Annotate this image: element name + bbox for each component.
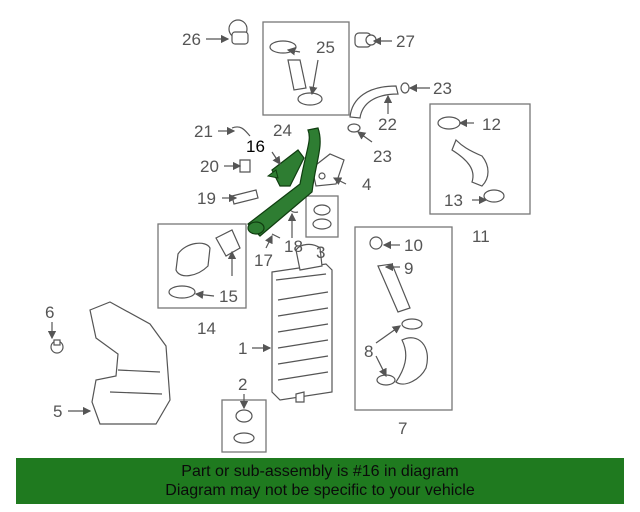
callout-1[interactable]: 1 bbox=[238, 339, 247, 358]
callout-15[interactable]: 15 bbox=[219, 287, 238, 306]
part-25-hose[interactable] bbox=[269, 40, 323, 106]
callout-2[interactable]: 2 bbox=[238, 375, 247, 394]
part-19-bracket[interactable] bbox=[231, 189, 259, 205]
part-7-hose-assembly[interactable] bbox=[369, 236, 428, 386]
part-16-charge-air-pipe[interactable] bbox=[247, 127, 321, 237]
callout-10[interactable]: 10 bbox=[404, 236, 423, 255]
callout-27[interactable]: 27 bbox=[396, 32, 415, 51]
callout-26[interactable]: 26 bbox=[182, 30, 201, 49]
callout-14[interactable]: 14 bbox=[197, 319, 216, 338]
callout-23a[interactable]: 23 bbox=[433, 79, 452, 98]
callout-6[interactable]: 6 bbox=[45, 303, 54, 322]
part-info-banner: Part or sub-assembly is #16 in diagram D… bbox=[16, 458, 624, 504]
part-20-fitting[interactable] bbox=[239, 159, 251, 173]
banner-line-1: Part or sub-assembly is #16 in diagram bbox=[181, 463, 459, 480]
part-3-grommet[interactable] bbox=[312, 204, 332, 230]
callout-24[interactable]: 24 bbox=[273, 121, 292, 140]
part-1-intercooler[interactable] bbox=[271, 243, 333, 403]
group-box-14 bbox=[157, 223, 247, 309]
banner-line-2: Diagram may not be specific to your vehi… bbox=[165, 482, 475, 499]
callout-5[interactable]: 5 bbox=[53, 402, 62, 421]
callout-8[interactable]: 8 bbox=[364, 342, 373, 361]
group-box-3 bbox=[305, 195, 339, 238]
callout-25[interactable]: 25 bbox=[316, 38, 335, 57]
callout-18[interactable]: 18 bbox=[284, 237, 303, 256]
callout-9[interactable]: 9 bbox=[404, 259, 413, 278]
callout-7[interactable]: 7 bbox=[398, 419, 407, 438]
callout-12[interactable]: 12 bbox=[482, 115, 501, 134]
part-22-hose[interactable] bbox=[349, 82, 410, 119]
part-26-sensor[interactable] bbox=[228, 19, 249, 45]
callout-3[interactable]: 3 bbox=[316, 243, 325, 262]
part-21-hose[interactable] bbox=[231, 126, 251, 137]
part-27-cap[interactable] bbox=[354, 32, 377, 48]
callout-17[interactable]: 17 bbox=[254, 251, 273, 270]
callout-11[interactable]: 11 bbox=[472, 227, 490, 246]
callout-21[interactable]: 21 bbox=[194, 122, 213, 141]
callout-20[interactable]: 20 bbox=[200, 157, 219, 176]
callout-labels: 26 27 25 23 22 23 24 21 16 20 19 4 12 13… bbox=[45, 30, 501, 438]
part-17-bolt[interactable] bbox=[271, 233, 281, 239]
callout-23b[interactable]: 23 bbox=[373, 147, 392, 166]
part-6-bolt[interactable] bbox=[50, 339, 64, 354]
part-2-grommet[interactable] bbox=[233, 409, 255, 444]
group-box-11 bbox=[429, 103, 531, 215]
callout-16[interactable]: 16 bbox=[246, 137, 265, 156]
callout-4[interactable]: 4 bbox=[362, 175, 371, 194]
callout-22[interactable]: 22 bbox=[378, 115, 397, 134]
group-box-7 bbox=[354, 226, 453, 411]
callout-19[interactable]: 19 bbox=[197, 189, 216, 208]
part-5-air-guide[interactable] bbox=[89, 301, 171, 425]
callout-13[interactable]: 13 bbox=[444, 191, 463, 210]
part-14-hose-assembly[interactable] bbox=[168, 229, 241, 299]
group-box-24 bbox=[262, 21, 350, 116]
parts-diagram: 26 27 25 23 22 23 24 21 16 20 19 4 12 13… bbox=[45, 19, 531, 453]
part-23-clamp[interactable] bbox=[347, 123, 361, 133]
leader-lines bbox=[47, 34, 488, 416]
